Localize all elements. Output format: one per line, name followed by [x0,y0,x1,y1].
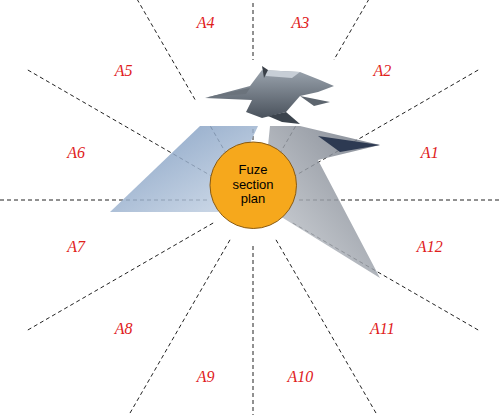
sector-label: A10 [287,369,313,385]
sector-label: A6 [67,145,85,161]
fuze-beam [318,136,380,152]
sector-line [123,240,230,415]
sector-label: A7 [67,239,85,255]
sector-label: A8 [115,321,133,337]
node-label: Fuze section plan [222,163,284,208]
sector-label: A11 [370,321,395,337]
circle-shape [210,142,296,228]
jet-aircraft [196,60,336,126]
sector-label: A4 [197,15,215,31]
sector-line [28,223,213,330]
sector-label: A1 [421,145,439,161]
sector-label: A5 [115,63,133,79]
sector-label: A9 [197,369,215,385]
sector-label: A2 [374,63,392,79]
sector-line [253,246,254,415]
sector-label: A12 [417,239,443,255]
sector-label: A3 [291,15,309,31]
fuze-circle: Fuze section plan [209,141,297,229]
